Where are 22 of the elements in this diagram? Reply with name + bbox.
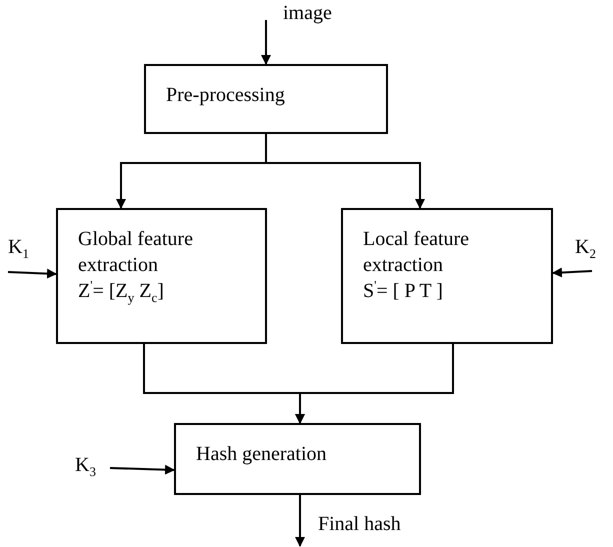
key-label: K$_{1}$ xyxy=(8,236,30,258)
box-title: Local feature extraction xyxy=(363,227,470,278)
formula-text: Z$^{'}$= [Z$_{y}$ Z$_{c}$] xyxy=(78,278,165,304)
box-title: Pre-processing xyxy=(166,83,286,108)
box-title: Global feature extraction xyxy=(78,227,194,278)
input-label: image xyxy=(283,2,333,24)
arrow xyxy=(261,20,271,65)
process-box xyxy=(144,64,388,134)
arrow xyxy=(295,495,305,547)
arrow xyxy=(110,464,175,475)
key-label: K$_{2}$ xyxy=(575,236,597,258)
arrow xyxy=(295,344,454,424)
process-box xyxy=(56,208,267,344)
arrow xyxy=(8,268,57,279)
formula-text: S$^{'}$= [ P T ] xyxy=(363,278,444,304)
arrow xyxy=(552,268,592,278)
process-box xyxy=(341,208,553,344)
box-title: Hash generation xyxy=(196,442,328,467)
arrow xyxy=(265,134,425,209)
key-label: K$_{3}$ xyxy=(75,454,97,476)
process-box xyxy=(174,423,421,495)
output-label: Final hash xyxy=(318,513,402,535)
